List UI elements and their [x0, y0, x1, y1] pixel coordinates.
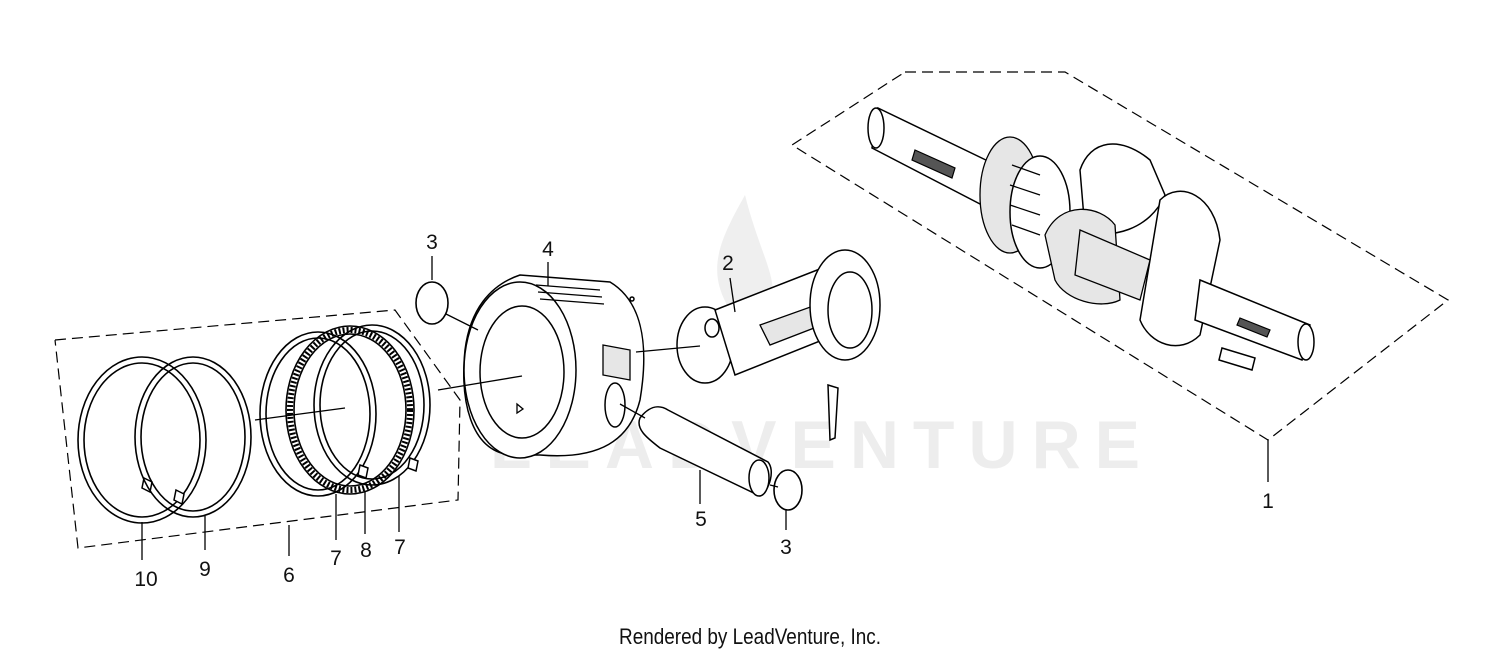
circlip-bottom: 3 [769, 469, 803, 559]
ring-7-left [259, 331, 377, 497]
callout-3-top: 3 [426, 231, 438, 254]
crankshaft-group-dashed-outline [790, 71, 1450, 441]
callout-4: 4 [542, 238, 554, 261]
circlip-bottom-ring [773, 469, 803, 511]
crankshaft-key [1218, 347, 1256, 371]
piston-pin: 5 [619, 403, 772, 531]
callout-9: 9 [199, 558, 211, 581]
piston-ring-set: 10 9 6 7 8 7 [54, 309, 461, 591]
piston-pin-body [638, 406, 772, 497]
callout-10: 10 [134, 568, 157, 591]
connecting-rod-dipper [827, 383, 839, 442]
ring-9 [134, 356, 252, 518]
crankshaft-pin [1074, 229, 1151, 301]
ring-8-expander [287, 327, 413, 493]
piston: 4 [437, 238, 701, 459]
callout-8: 8 [360, 539, 372, 562]
crankshaft-group: 1 [790, 71, 1450, 513]
ring-set-dashed-outline [54, 309, 461, 549]
ring-7-right [313, 324, 431, 486]
callout-1: 1 [1262, 490, 1274, 513]
callout-7-right: 7 [394, 536, 406, 559]
callout-5: 5 [695, 508, 707, 531]
crankshaft-pto-shaft [1194, 278, 1311, 362]
ring-10 [77, 356, 207, 524]
circlip-top: 3 [415, 231, 479, 331]
callout-6: 6 [283, 564, 295, 587]
callout-2: 2 [722, 252, 734, 275]
connecting-rod: 2 [676, 249, 881, 442]
piston-pin-boss [602, 344, 631, 381]
rendered-by-credit: Rendered by LeadVenture, Inc. [619, 624, 881, 649]
circlip-top-ring [415, 281, 449, 325]
callout-7-left: 7 [330, 547, 342, 570]
crankshaft-left-shaft [871, 106, 991, 207]
callout-3-bottom: 3 [780, 536, 792, 559]
